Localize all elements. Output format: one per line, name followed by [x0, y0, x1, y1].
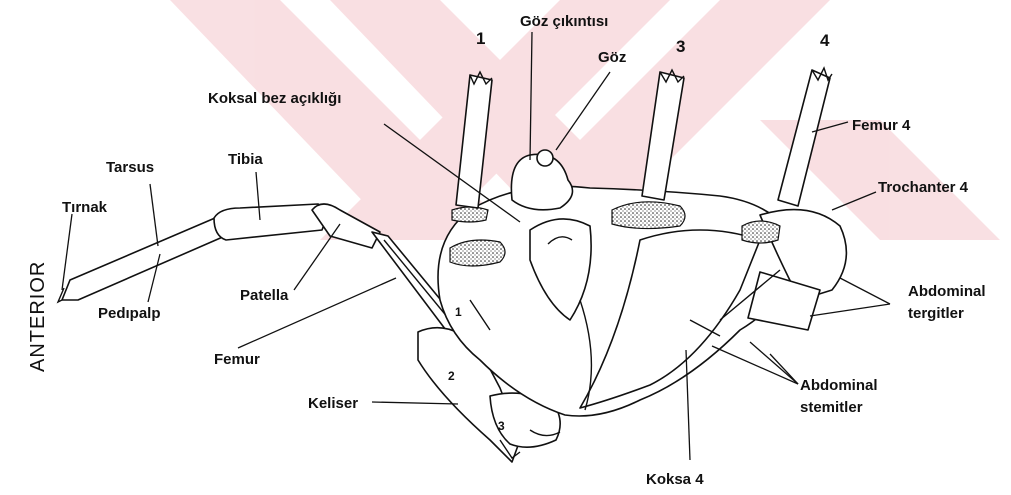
leg-number-3: 3: [676, 37, 685, 56]
leg-number-4: 4: [820, 31, 830, 50]
label-koksa-4: Koksa 4: [646, 471, 704, 488]
label-abdominal-sternitler-1: Abdominal: [800, 377, 878, 394]
label-tarsus: Tarsus: [106, 159, 154, 176]
segment-mark-3: 3: [498, 419, 505, 433]
segment-mark-1: 1: [455, 305, 462, 319]
label-trochanter-4: Trochanter 4: [878, 179, 969, 196]
label-goz-cikintisi: Göz çıkıntısı: [520, 13, 608, 30]
label-keliser: Keliser: [308, 395, 358, 412]
label-pedipalp: Pedıpalp: [98, 305, 161, 322]
label-abdominal-tergitler-2: tergitler: [908, 305, 964, 322]
anterior-label: ANTERIOR: [27, 261, 49, 372]
label-abdominal-tergitler-1: Abdominal: [908, 283, 986, 300]
label-femur-4: Femur 4: [852, 117, 911, 134]
label-tirnak: Tırnak: [62, 199, 108, 216]
label-koksal-bez: Koksal bez açıklığı: [208, 90, 341, 107]
label-goz: Göz: [598, 49, 626, 66]
label-tibia: Tibia: [228, 151, 263, 168]
leg-number-1: 1: [476, 29, 485, 48]
segment-mark-2: 2: [448, 369, 455, 383]
label-abdominal-sternitler-2: stemitler: [800, 399, 863, 416]
label-femur: Femur: [214, 351, 260, 368]
label-patella: Patella: [240, 287, 289, 304]
